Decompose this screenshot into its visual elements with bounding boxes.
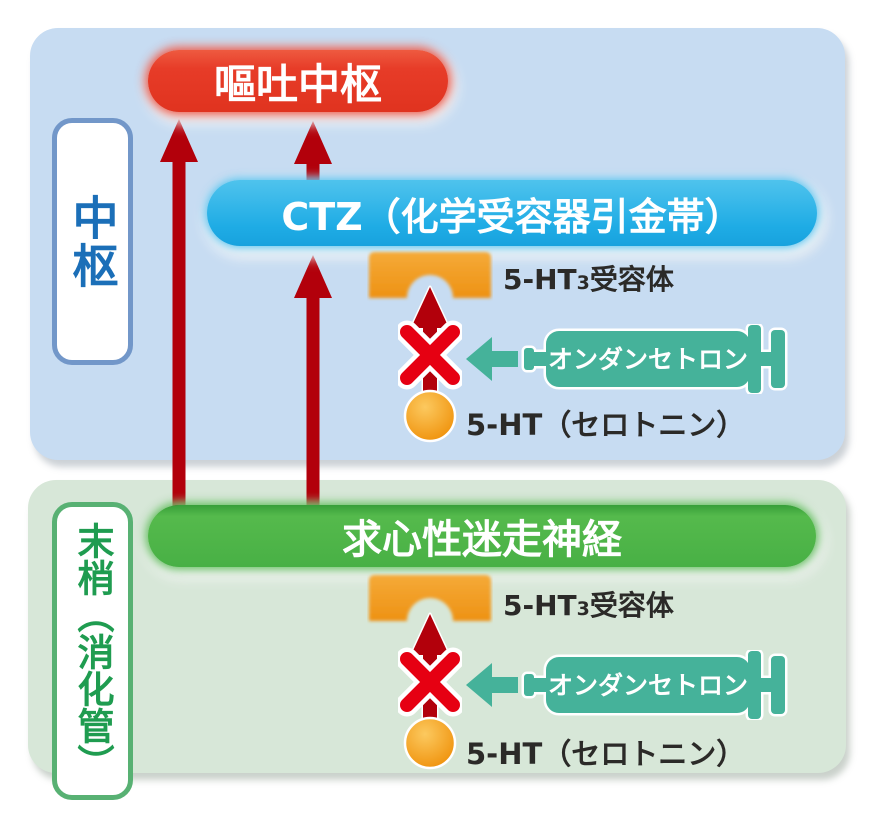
- peripheral-side-label: 末梢（消化管）: [71, 521, 114, 781]
- vomiting-center-node: 嘔吐中枢: [148, 50, 448, 112]
- syringe-icon: [521, 650, 788, 720]
- drug-name-label: オンダンセトロン: [548, 345, 748, 374]
- pathway-arrow-vagus-to-vomit-icon: [160, 119, 198, 508]
- syringe-icon: [521, 324, 788, 394]
- drug-name-label: オンダンセトロン: [548, 671, 748, 700]
- ctz-blocked-signal-group: [398, 285, 462, 443]
- ctz-serotonin-label: 5-HT（セロトニン）: [466, 408, 746, 442]
- pathway-arrow-ctz-to-vomit-icon: [294, 121, 332, 182]
- inhibit-left-arrow-icon: [466, 663, 518, 707]
- block-x-icon: [398, 320, 462, 390]
- afferent-vagus-node: 求心性迷走神経: [148, 505, 816, 567]
- vagus-serotonin-label: 5-HT（セロトニン）: [466, 737, 746, 771]
- ondansetron-syringe-ctz: オンダンセトロン: [466, 324, 788, 394]
- peripheral-side-label-box: 末梢（消化管）: [52, 502, 133, 800]
- central-side-label-box: 中枢: [52, 118, 133, 365]
- vomiting-center-label: 嘔吐中枢: [213, 59, 382, 109]
- ondansetron-syringe-vagus: オンダンセトロン: [466, 650, 788, 720]
- ctz-5ht3-receptor-icon: [369, 252, 491, 298]
- ctz-node: CTZ（化学受容器引金帯）: [207, 180, 817, 246]
- serotonin-ball-icon: [403, 716, 457, 770]
- ctz-label: CTZ（化学受容器引金帯）: [281, 194, 743, 239]
- central-side-label: 中枢: [65, 193, 120, 290]
- vagus-receptor-label: 5-HT3受容体: [503, 589, 674, 622]
- inhibit-left-arrow-icon: [466, 337, 518, 381]
- block-x-icon: [398, 647, 462, 717]
- vagus-5ht3-receptor-icon: [369, 575, 491, 621]
- afferent-vagus-label: 求心性迷走神経: [342, 517, 622, 563]
- serotonin-ball-icon: [403, 389, 457, 443]
- pathway-arrow-vagus-to-ctz-icon: [294, 255, 332, 508]
- vagus-blocked-signal-group: [398, 612, 462, 770]
- ctz-receptor-label: 5-HT3受容体: [503, 263, 674, 296]
